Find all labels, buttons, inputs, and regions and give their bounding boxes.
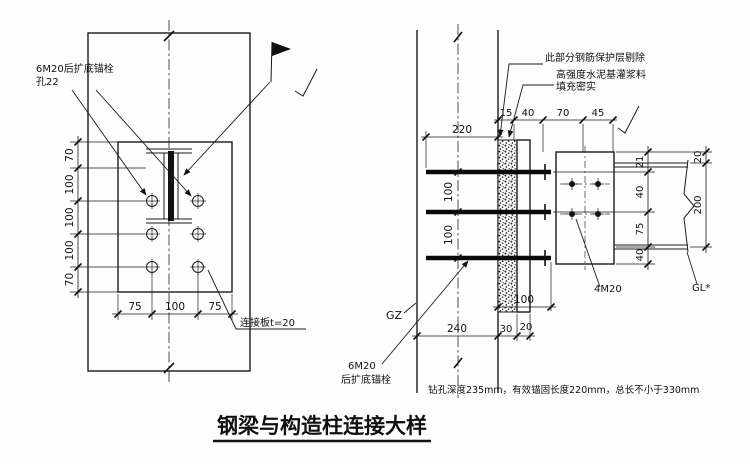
weld-bar: [168, 151, 174, 221]
check-mark-icon: [294, 68, 318, 97]
base-plate: [117, 141, 233, 293]
dim-value: 40: [635, 249, 646, 262]
drawing-title: 钢梁与构造柱连接大样: [213, 414, 431, 443]
dim-value: 15: [500, 108, 513, 119]
beam-end-plate: [555, 146, 615, 270]
label-gz: GZ: [386, 302, 417, 322]
dim-value: 70: [64, 273, 76, 286]
note-grout: 高强度水泥基灌浆料 填充密实: [507, 68, 646, 138]
dim-value: 100: [64, 240, 76, 260]
dim-chain-plate: 21 40 75 40: [553, 146, 712, 270]
dim-projection-100: 100: [493, 262, 556, 312]
dim-chain-left: 70 100 100 100 70: [64, 136, 146, 298]
embedded-plate: [516, 139, 531, 313]
dim-value: 70: [64, 148, 76, 161]
dim-value: 75: [635, 223, 646, 236]
dim-value: 100: [514, 294, 534, 306]
anchor-bolt: [144, 259, 160, 275]
anchor-bolt: [190, 193, 206, 209]
dim-value: 100: [443, 182, 455, 202]
beam-bolt: [566, 178, 578, 190]
i-beam-section: [146, 148, 192, 224]
dim-chain-bottom-right: 240 30 20: [412, 314, 535, 341]
dim-chain-bottom: 75 100 75: [112, 274, 238, 320]
dim-value: 100: [64, 174, 76, 194]
note-text: 填充密实: [556, 80, 596, 93]
dim-chain-top: 15 40 70 45: [493, 105, 640, 152]
beam-bolt: [592, 208, 604, 220]
right-view: 此部分钢筋保护层剔除 高强度水泥基灌浆料 填充密实 220 15: [341, 24, 712, 398]
beam-bolt: [566, 208, 578, 220]
label-4m20: 4M20: [575, 218, 622, 295]
dim-beam-depth: 20 200: [690, 146, 712, 253]
anchor-callout-text-2: 孔22: [36, 76, 59, 88]
column-label: GZ: [386, 309, 403, 322]
dim-value: 20: [693, 151, 704, 164]
beam-bolt: [592, 178, 604, 190]
dim-value: 40: [522, 108, 535, 119]
dim-value: 220: [452, 124, 472, 136]
dim-value: 20: [520, 322, 533, 333]
dim-value: 75: [208, 301, 221, 313]
anchor-rods: [426, 164, 551, 266]
bolt-label: 4M20: [594, 284, 622, 295]
dim-value: 70: [557, 108, 570, 119]
plate-callout: 连接板t=20: [207, 269, 306, 330]
beam-label: GL*: [692, 283, 710, 294]
dim-embed-220: 220: [421, 124, 503, 168]
anchor-callout-text-1: 6M20后扩底锚栓: [36, 62, 114, 75]
dim-rod-spacing: 100 100: [443, 167, 463, 263]
flag-icon: [272, 42, 291, 56]
weld-flag-symbol: [183, 41, 318, 176]
anchor-bolts-plan: [144, 193, 206, 275]
dim-value: 75: [128, 301, 141, 313]
anchor-bolt: [190, 226, 206, 242]
plate-callout-text: 连接板t=20: [240, 316, 295, 329]
anchor-callout-bottom: 6M20 后扩底锚栓: [341, 260, 469, 386]
left-view: 6M20后扩底锚栓 孔22 连接板t=20 70 100 100: [36, 20, 318, 385]
dim-value: 21: [635, 156, 646, 169]
note-text: 此部分钢筋保护层剔除: [545, 51, 645, 64]
note-text: 高强度水泥基灌浆料: [556, 68, 646, 81]
label-gl: GL*: [686, 251, 710, 294]
break-line: [683, 159, 695, 253]
dim-value: 30: [500, 324, 513, 335]
steel-beam: [614, 159, 695, 253]
anchor-callout: 6M20后扩底锚栓 孔22: [36, 62, 192, 197]
anchor-callout-text-1: 6M20: [348, 361, 376, 372]
dim-value: 40: [635, 186, 646, 199]
dim-value: 100: [64, 207, 76, 227]
dim-value: 200: [693, 195, 704, 214]
note-protective-layer: 此部分钢筋保护层剔除: [497, 51, 645, 137]
anchor-callout-text-2: 后扩底锚栓: [341, 373, 391, 386]
dim-value: 100: [443, 225, 455, 245]
dim-value: 45: [592, 108, 605, 119]
dim-value: 100: [165, 301, 185, 313]
title-text: 钢梁与构造柱连接大样: [217, 414, 427, 438]
dim-value: 240: [447, 323, 467, 335]
anchor-bolt: [190, 259, 206, 275]
anchor-bolt: [144, 226, 160, 242]
grout-layer: [497, 139, 518, 313]
anchor-bolt: [144, 193, 160, 209]
anchor-note: 钻孔深度235mm，有效锚固长度220mm，总长不小于330mm: [428, 384, 699, 396]
check-mark-icon: [617, 105, 640, 134]
